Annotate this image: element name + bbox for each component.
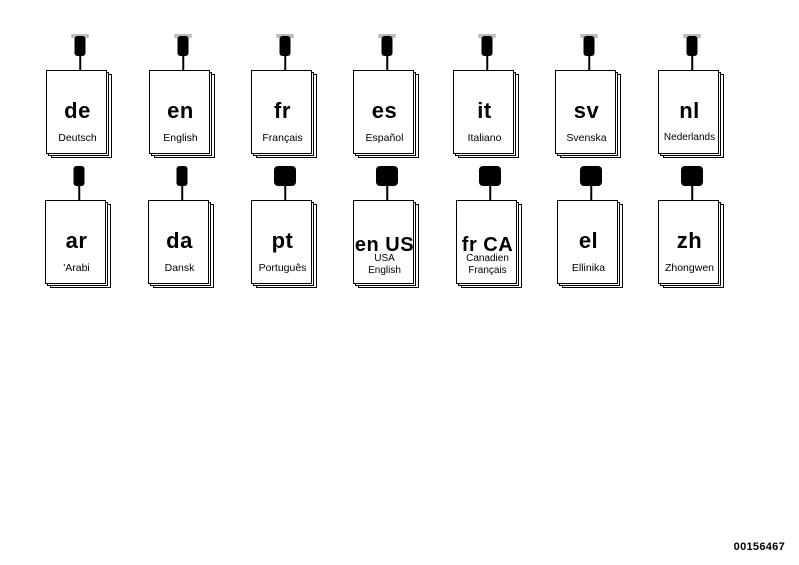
book-icon: el Ellinika: [557, 200, 623, 288]
book-icon: en English: [149, 70, 215, 158]
language-name: Deutsch: [58, 132, 97, 144]
tag-icon: [176, 166, 188, 186]
language-name: English: [163, 132, 198, 144]
tag-icon: [74, 36, 86, 56]
language-name: Zhongwen: [664, 262, 715, 274]
language-code: fr CA: [461, 234, 514, 256]
manual-ar: ar 'Arabi: [43, 164, 115, 294]
language-name: Nederlands: [663, 132, 716, 143]
tag-icon: [279, 36, 291, 56]
language-code: nl: [679, 98, 700, 123]
tag-icon: [73, 166, 85, 186]
language-name: Español: [365, 132, 404, 144]
tag-icon: [177, 36, 189, 56]
tag-icon: [481, 36, 493, 56]
book-icon: sv Svenska: [555, 70, 621, 158]
language-name: Svenska: [566, 132, 607, 144]
tag-string: [691, 186, 693, 200]
tag-icon: [376, 166, 398, 186]
tag-string: [386, 186, 388, 200]
language-code: sv: [573, 98, 600, 123]
language-code: de: [64, 98, 91, 123]
manual-sv: sv Svenska: [553, 34, 625, 164]
book-icon: da Dansk: [148, 200, 214, 288]
book-icon: fr CA Canadien Français: [456, 200, 522, 288]
manual-zh: zh Zhongwen: [656, 164, 728, 294]
manual-es: es Español: [351, 34, 423, 164]
language-code: ar: [65, 228, 88, 253]
tag-icon: [580, 166, 602, 186]
manual-el: el Ellinika: [555, 164, 627, 294]
tag-string: [590, 186, 592, 200]
language-name: USA English: [368, 253, 401, 276]
book-icon: nl Nederlands: [658, 70, 724, 158]
manual-pt: pt Português: [249, 164, 321, 294]
tag-string: [78, 186, 80, 200]
book-icon: es Español: [353, 70, 419, 158]
manual-fr: fr Français: [249, 34, 321, 164]
document-number: 00156467: [733, 541, 785, 553]
tag-string: [489, 186, 491, 200]
language-code: pt: [271, 228, 294, 253]
tag-string: [182, 56, 184, 70]
manual-fr-ca: fr CA Canadien Français: [454, 164, 526, 294]
book-icon: fr Français: [251, 70, 317, 158]
language-name: Canadien Français: [466, 253, 509, 276]
manual-da: da Dansk: [146, 164, 218, 294]
language-code: da: [166, 228, 193, 253]
language-code: en US: [354, 234, 415, 256]
language-code: it: [477, 98, 492, 123]
manual-en-us: en US USA English: [351, 164, 423, 294]
manual-en: en English: [147, 34, 219, 164]
language-name: 'Arabi: [63, 262, 90, 274]
language-code: en: [167, 98, 194, 123]
tag-icon: [479, 166, 501, 186]
book-icon: ar 'Arabi: [45, 200, 111, 288]
manual-de: de Deutsch: [44, 34, 116, 164]
language-name: Dansk: [164, 262, 195, 274]
tag-string: [386, 56, 388, 70]
language-name: Français: [262, 132, 303, 144]
language-code: fr: [274, 98, 291, 123]
manual-nl: nl Nederlands: [656, 34, 728, 164]
book-icon: de Deutsch: [46, 70, 112, 158]
language-code: el: [578, 228, 599, 253]
tag-icon: [686, 36, 698, 56]
manual-it: it Italiano: [451, 34, 523, 164]
book-icon: pt Português: [251, 200, 317, 288]
tag-icon: [274, 166, 296, 186]
tag-string: [284, 186, 286, 200]
tag-string: [588, 56, 590, 70]
tag-icon: [681, 166, 703, 186]
language-code: zh: [676, 228, 703, 253]
tag-string: [691, 56, 693, 70]
language-name: Ellinika: [571, 262, 606, 274]
language-code: es: [371, 98, 398, 123]
tag-string: [79, 56, 81, 70]
tag-icon: [381, 36, 393, 56]
tag-icon: [583, 36, 595, 56]
tag-string: [284, 56, 286, 70]
book-icon: zh Zhongwen: [658, 200, 724, 288]
tag-string: [486, 56, 488, 70]
book-icon: it Italiano: [453, 70, 519, 158]
language-name: Italiano: [467, 132, 502, 144]
book-icon: en US USA English: [353, 200, 419, 288]
tag-string: [181, 186, 183, 200]
language-name: Português: [258, 262, 307, 274]
